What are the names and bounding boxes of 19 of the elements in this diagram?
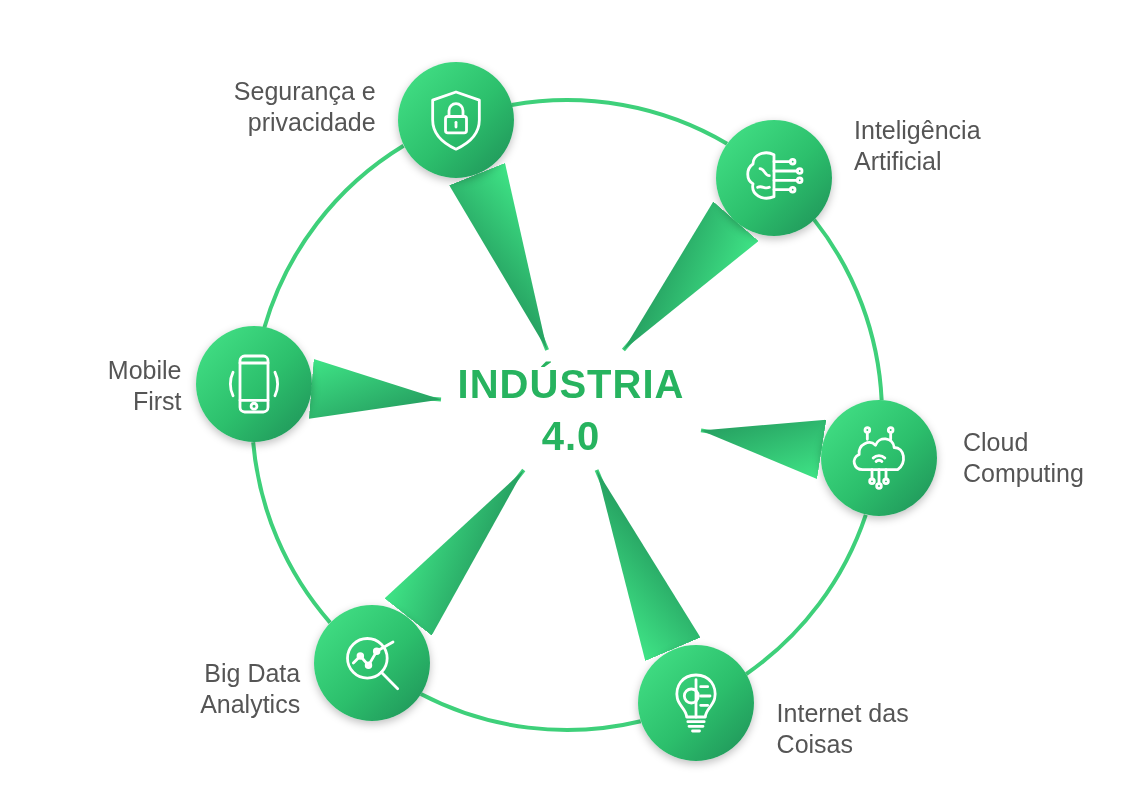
- topic-label: Internet das Coisas: [776, 697, 910, 760]
- pointer-arrow: [384, 468, 526, 636]
- ring-connector: [744, 514, 868, 676]
- topic-label: Inteligência Artificial: [854, 114, 982, 177]
- pointer-arrow: [594, 469, 701, 661]
- pointer-arrow: [621, 201, 759, 352]
- topic-label: Segurança e privacidade: [232, 76, 376, 139]
- ring-connector: [511, 98, 728, 146]
- pointer-arrow: [700, 419, 827, 479]
- ring-connector: [262, 144, 405, 328]
- pointer-arrow: [449, 163, 549, 351]
- topic-label: Mobile First: [106, 355, 182, 418]
- pointer-arrow: [308, 359, 442, 419]
- center-title: INDÚSTRIA 4.0: [456, 360, 686, 460]
- ring-connector: [812, 218, 884, 401]
- topic-label: Cloud Computing: [963, 427, 1085, 490]
- ring-connector: [251, 441, 332, 624]
- topic-label: Big Data Analytics: [199, 657, 301, 720]
- ring-connector: [420, 692, 642, 732]
